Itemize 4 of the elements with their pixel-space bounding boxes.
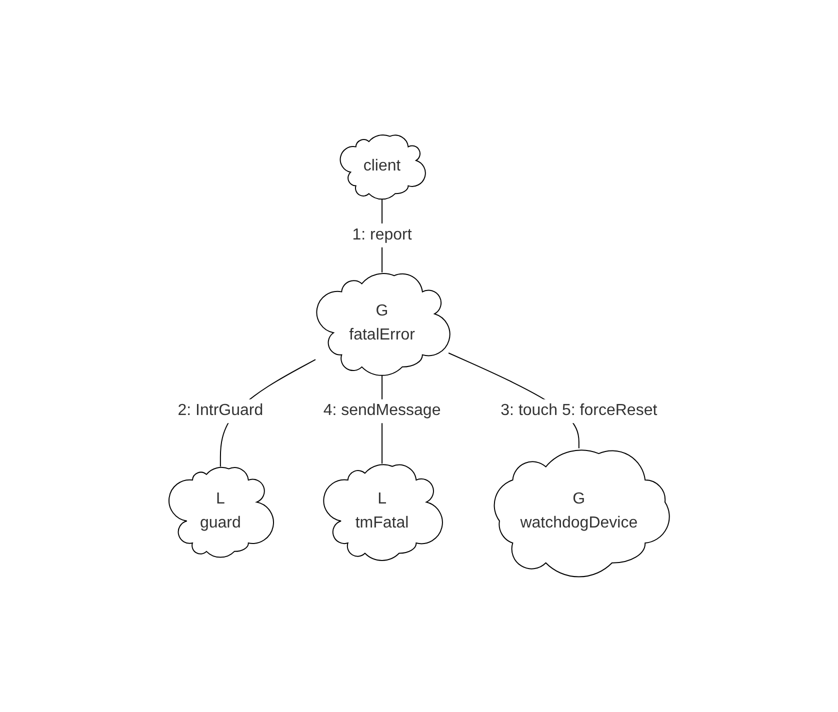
edge-label: 2: IntrGuard: [178, 402, 263, 420]
edge-label: 4: sendMessage: [323, 402, 441, 420]
edge-label: 1: report: [352, 226, 412, 244]
edge-label: 3: touch 5: forceReset: [500, 402, 658, 420]
